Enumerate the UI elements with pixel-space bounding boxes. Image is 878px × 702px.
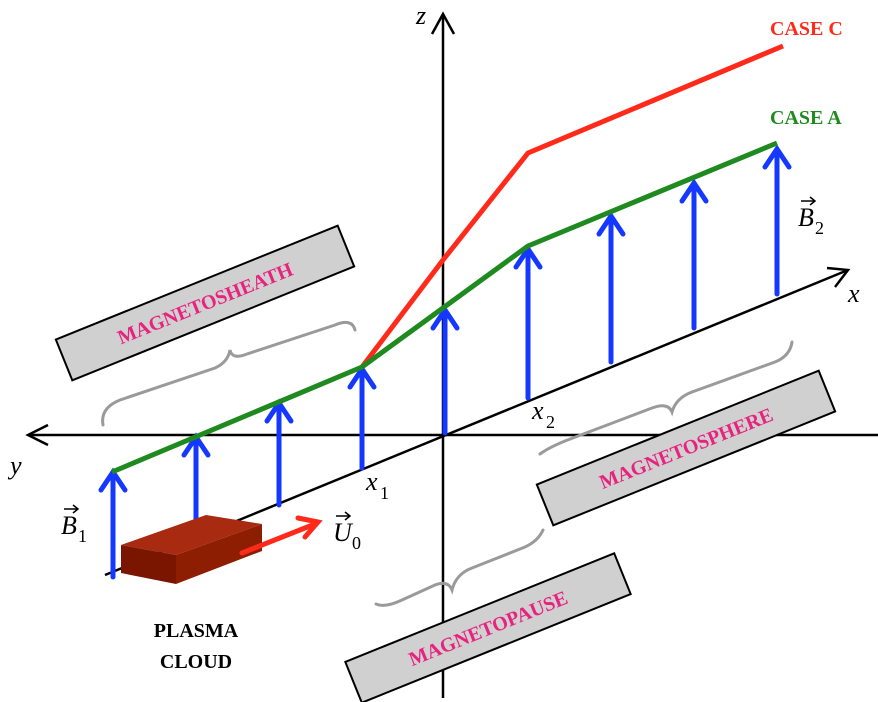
- case-c-line: [360, 43, 784, 369]
- field-arrow: [679, 178, 709, 331]
- field-arrow: [347, 364, 377, 471]
- u0-label: U 0: [333, 511, 361, 553]
- svg-text:0: 0: [352, 533, 361, 553]
- velocity-arrow: [239, 515, 323, 556]
- field-arrow: [264, 398, 294, 508]
- svg-text:U: U: [333, 518, 354, 547]
- svg-text:2: 2: [546, 412, 555, 432]
- plasma-cloud-label-line2: CLOUD: [160, 651, 232, 673]
- case-a-label: CASE A: [770, 107, 842, 129]
- b2-label: B 2: [798, 196, 824, 238]
- y-axis-arrowhead: [25, 423, 49, 447]
- magnetosheath-brace: [101, 320, 357, 427]
- b1-label: B 1: [61, 504, 87, 546]
- magnetosheath-box: MAGNETOSHEATH: [54, 224, 356, 382]
- magnetopause-box: MAGNETOPAUSE: [344, 551, 632, 702]
- case-a-line: [111, 140, 778, 475]
- braces: [101, 320, 794, 607]
- svg-text:x: x: [365, 467, 378, 496]
- cloud-front-face: [121, 545, 176, 584]
- vector-arrow-icon: [801, 196, 817, 206]
- svg-text:1: 1: [380, 483, 389, 503]
- svg-text:B: B: [798, 203, 814, 232]
- svg-text:1: 1: [78, 526, 87, 546]
- field-arrow: [596, 211, 626, 365]
- z-axis-label: z: [415, 1, 426, 30]
- y-axis-label: y: [7, 451, 22, 480]
- svg-text:x: x: [531, 396, 544, 425]
- cloud-side-face: [176, 524, 262, 584]
- magnetosphere-brace: [538, 340, 794, 456]
- plasma-cloud-box: [121, 515, 262, 584]
- axes: [25, 11, 878, 698]
- svg-text:2: 2: [815, 218, 824, 238]
- x-axis-label: x: [847, 279, 860, 308]
- cloud-top-face: [121, 515, 262, 555]
- field-arrow: [762, 144, 792, 297]
- magnetopause-brace: [374, 528, 545, 607]
- case-c-label: CASE C: [770, 18, 843, 40]
- vector-arrow-icon: [336, 511, 352, 521]
- vector-arrow-icon: [64, 504, 80, 514]
- x2-label: x 2: [531, 396, 555, 432]
- field-arrow: [430, 305, 460, 436]
- svg-text:B: B: [61, 511, 77, 540]
- field-arrows: [98, 144, 792, 580]
- x-axis-arrowhead: [826, 266, 851, 288]
- z-axis-arrowhead: [430, 11, 456, 35]
- plasma-cloud-label-line1: PLASMA: [154, 620, 239, 642]
- field-arrow: [513, 244, 543, 401]
- x1-label: x 1: [365, 467, 389, 503]
